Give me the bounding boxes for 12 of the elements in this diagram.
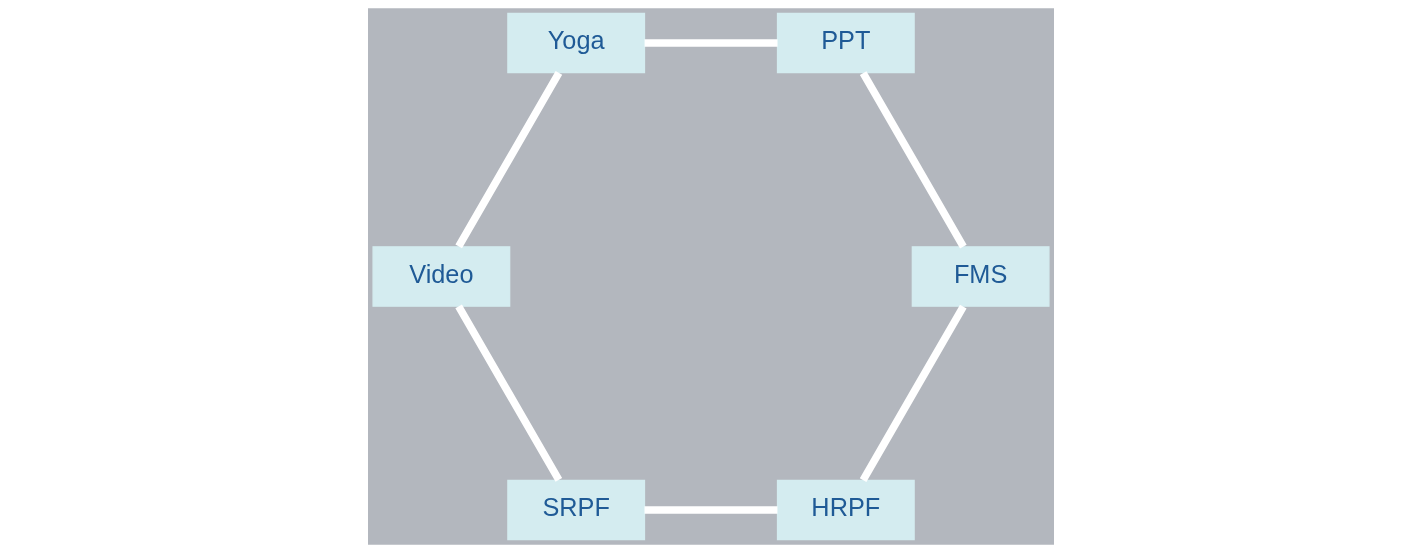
node-box: Video [371, 246, 510, 307]
connector [644, 39, 777, 47]
node-box: PPT [776, 12, 915, 74]
node-box: HRPF [776, 479, 915, 541]
connector [859, 304, 967, 482]
node-box: FMS [911, 246, 1050, 307]
connector [454, 71, 562, 249]
node-box: Yoga [506, 12, 645, 74]
connector [454, 304, 562, 482]
connector [644, 506, 777, 514]
connector [859, 71, 967, 249]
node-box: SRPF [506, 479, 645, 541]
